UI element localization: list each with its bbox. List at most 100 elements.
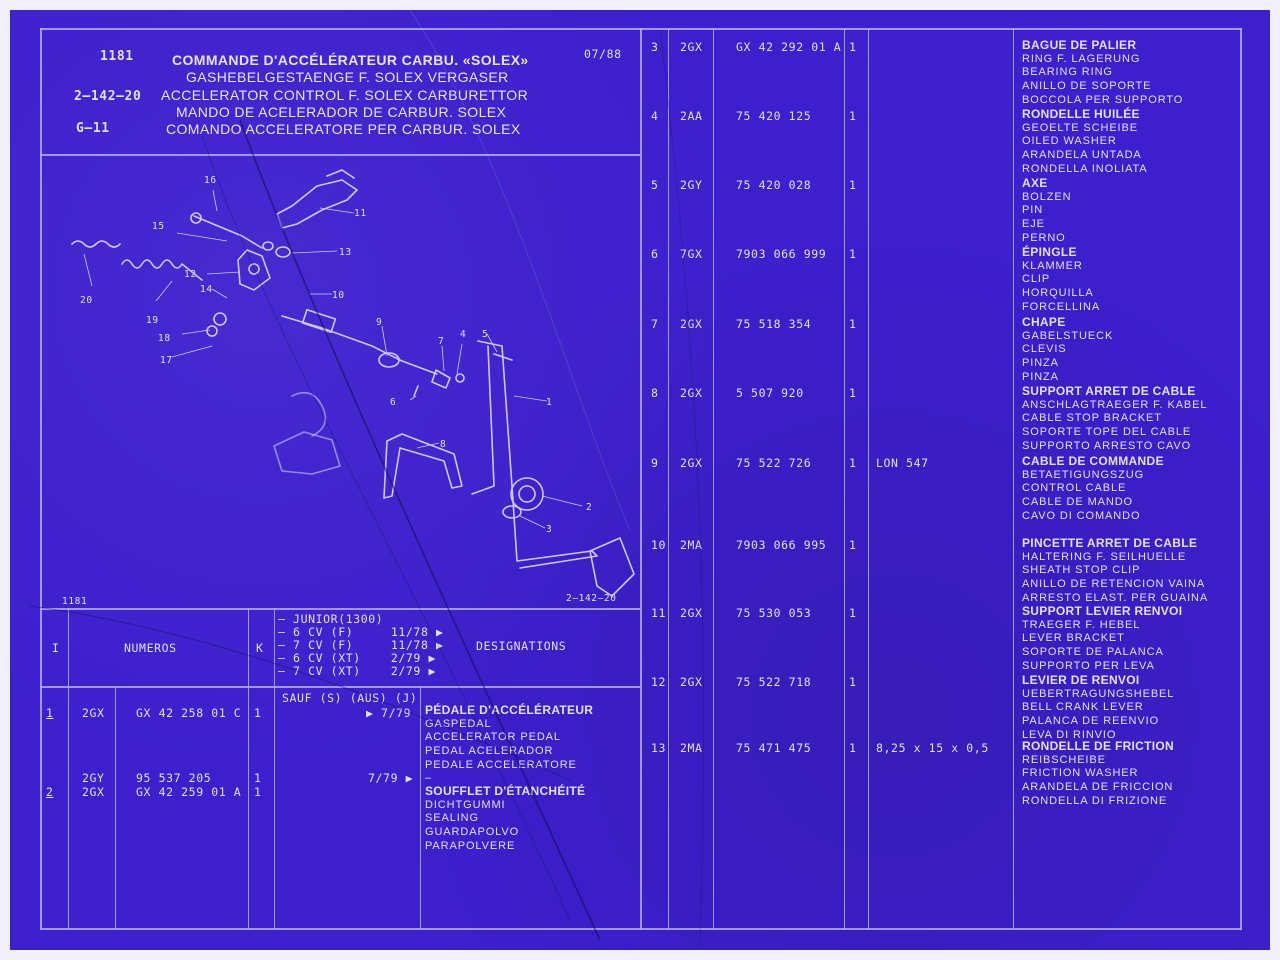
rrow-4-name-0: RONDELLE HUILÉE <box>1022 107 1140 121</box>
rrow-6-name-3: HORQUILLA <box>1022 287 1094 300</box>
rrow-8-idx: 8 <box>651 386 659 400</box>
rrow-4-ref: 75 420 125 <box>736 109 812 123</box>
rrow-9-note: LON 547 <box>876 456 929 470</box>
rrow-3-idx: 3 <box>651 40 659 54</box>
callout-19: 19 <box>146 315 159 326</box>
lrow-3-prefix: 2GX <box>82 785 105 799</box>
lrow-3-idx: 2 <box>46 785 54 799</box>
rrow-12-prefix: 2GX <box>680 675 703 689</box>
rrow-10-name-2: SHEATH STOP CLIP <box>1022 564 1141 577</box>
rrow-5-name-3: EJE <box>1022 218 1045 231</box>
diagram-corner-right: 2–142–20 <box>566 593 617 604</box>
rrow-5-name-0: AXE <box>1022 176 1048 190</box>
rrow-3-k: 1 <box>849 40 857 54</box>
rrow-12-name-2: BELL CRANK LEVER <box>1022 701 1144 714</box>
rrow-3-name-2: BEARING RING <box>1022 66 1113 79</box>
frame-left <box>40 28 42 930</box>
rrow-12-name-0: LEVIER DE RENVOI <box>1022 673 1140 687</box>
col-head-numeros: NUMEROS <box>124 641 177 655</box>
rrow-10-name-3: ANILLO DE RETENCION VAINA <box>1022 578 1206 591</box>
lrow-2-prefix: 2GY <box>82 771 105 785</box>
rrow-7-name-4: PINZA <box>1022 370 1059 383</box>
rrow-8-name-4: SUPPORTO ARRESTO CAVO <box>1022 439 1192 452</box>
callout-3: 3 <box>546 524 553 535</box>
rrow-13-idx: 13 <box>651 741 667 755</box>
rrow-12-idx: 12 <box>651 675 667 689</box>
callout-14: 14 <box>200 284 213 295</box>
rrow-6-idx: 6 <box>651 247 659 261</box>
rrow-12-name-4: LEVA DI RINVIO <box>1022 728 1117 741</box>
rcol-rule-5 <box>1013 28 1014 930</box>
lrow-1-name-de: GASPEDAL <box>425 717 492 730</box>
rrow-7-name-0: CHAPE <box>1022 315 1066 329</box>
rrow-9-name-3: CABLE DE MANDO <box>1022 496 1134 509</box>
callout-9: 9 <box>376 317 383 328</box>
rrow-9-ref: 75 522 726 <box>736 456 812 470</box>
rrow-10-name-4: ARRESTO ELAST. PER GUAINA <box>1022 591 1209 604</box>
callout-6: 6 <box>390 397 397 408</box>
lrow-3-ref: GX 42 259 01 A <box>136 785 242 799</box>
header-code: 2–142–20 <box>74 89 142 104</box>
diagram-corner-left: 1181 <box>62 596 88 607</box>
lrow-3-name-de: DICHTGUMMI <box>425 798 506 811</box>
lrow-1-name-es: PEDAL ACELERADOR <box>425 745 554 758</box>
rrow-12-k: 1 <box>849 675 857 689</box>
rrow-10-k: 1 <box>849 538 857 552</box>
rrow-10-name-0: PINCETTE ARRET DE CABLE <box>1022 536 1198 550</box>
lrow-2-k: 1 <box>254 771 262 785</box>
rrow-4-name-4: RONDELLA INOLIATA <box>1022 162 1148 175</box>
col-rule-2 <box>115 686 116 930</box>
header-date: 07/88 <box>584 47 622 61</box>
col-head-designations: DESIGNATIONS <box>476 639 567 653</box>
callout-2: 2 <box>586 502 593 513</box>
col-rule-3 <box>248 608 249 930</box>
rrow-11-prefix: 2GX <box>680 606 703 620</box>
rrow-6-k: 1 <box>849 247 857 261</box>
col-rule-4 <box>274 608 275 930</box>
callout-12: 12 <box>184 269 197 280</box>
rrow-13-prefix: 2MA <box>680 741 703 755</box>
rrow-5-name-4: PERNO <box>1022 231 1066 244</box>
table-top-rule <box>40 608 640 610</box>
rrow-6-prefix: 7GX <box>680 247 703 261</box>
sauf-note: SAUF (S) (AUS) (J) <box>282 691 418 705</box>
rrow-11-name-3: SOPORTE DE PALANCA <box>1022 646 1164 659</box>
rrow-13-name-2: FRICTION WASHER <box>1022 767 1139 780</box>
lrow-1-k: 1 <box>254 706 262 720</box>
rrow-4-name-3: ARANDELA UNTADA <box>1022 149 1142 162</box>
rrow-5-name-1: BOLZEN <box>1022 190 1072 203</box>
table-head-rule <box>40 686 640 688</box>
rrow-4-k: 1 <box>849 109 857 123</box>
rrow-5-ref: 75 420 028 <box>736 178 812 192</box>
rrow-7-name-1: GABELSTUECK <box>1022 329 1114 342</box>
title-es: MANDO DE ACELERADOR DE CARBUR. SOLEX <box>176 104 507 120</box>
callout-10: 10 <box>332 290 345 301</box>
rrow-12-name-3: PALANCA DE REENVIO <box>1022 715 1160 728</box>
lrow-2-date: 7/79 ▶ <box>368 771 414 785</box>
title-de: GASHEBELGESTAENGE F. SOLEX VERGASER <box>186 69 509 85</box>
lrow-1-date: ▶ 7/79 <box>366 706 412 720</box>
rrow-11-name-2: LEVER BRACKET <box>1022 632 1125 645</box>
rrow-13-k: 1 <box>849 741 857 755</box>
rrow-3-name-4: BOCCOLA PER SUPPORTO <box>1022 93 1184 106</box>
panel-divider <box>640 28 642 930</box>
rrow-8-prefix: 2GX <box>680 386 703 400</box>
callout-11: 11 <box>354 208 367 219</box>
frame-right <box>1240 28 1242 930</box>
rrow-12-name-1: UEBERTRAGUNGSHEBEL <box>1022 687 1175 700</box>
rrow-7-k: 1 <box>849 317 857 331</box>
rrow-6-name-1: KLAMMER <box>1022 259 1083 272</box>
rrow-6-name-4: FORCELLINA <box>1022 300 1101 313</box>
rrow-11-k: 1 <box>849 606 857 620</box>
rrow-13-name-0: RONDELLE DE FRICTION <box>1022 739 1174 753</box>
rrow-8-ref: 5 507 920 <box>736 386 804 400</box>
rrow-13-note: 8,25 x 15 x 0,5 <box>876 741 989 755</box>
rrow-11-name-0: SUPPORT LEVIER RENVOI <box>1022 604 1183 618</box>
rrow-10-name-1: HALTERING F. SEILHUELLE <box>1022 550 1187 563</box>
lrow-1-name-fr: PÉDALE D'ACCÉLÉRATEUR <box>425 703 594 717</box>
callout-18: 18 <box>158 333 171 344</box>
rrow-3-name-0: BAGUE DE PALIER <box>1022 38 1137 52</box>
